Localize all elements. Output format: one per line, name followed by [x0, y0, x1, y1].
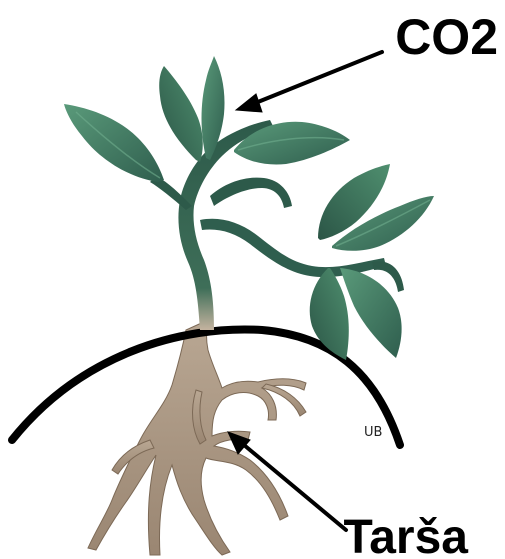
co2-arrow — [248, 52, 382, 106]
tarsa-arrow — [238, 440, 346, 530]
leaf-top-left — [159, 66, 203, 162]
label-tarsa: Tarša — [343, 511, 468, 559]
label-co2: CO2 — [395, 9, 498, 65]
artist-signature: UB — [364, 425, 382, 440]
leaf-lower-right — [340, 268, 402, 358]
